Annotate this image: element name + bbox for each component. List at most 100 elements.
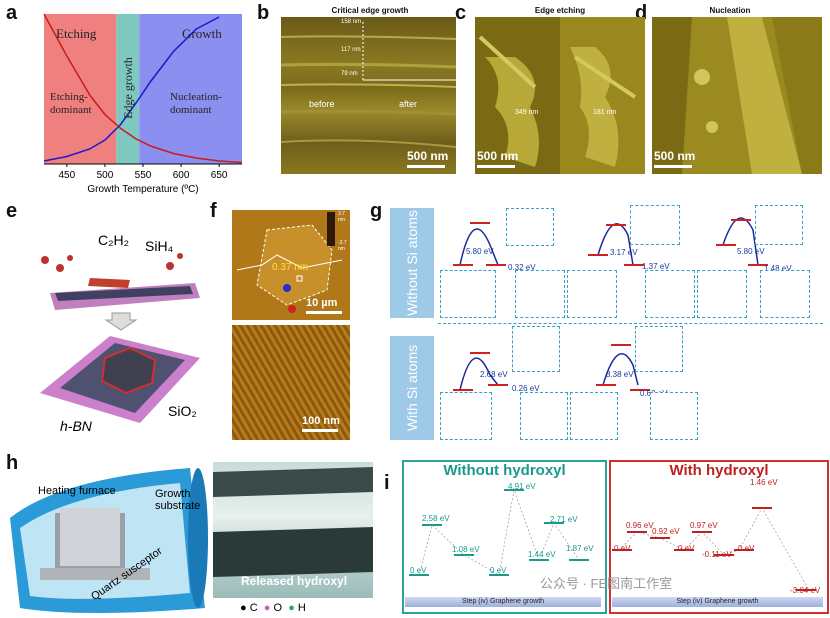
label-edge-growth: Edge growth: [121, 57, 135, 119]
structure-box: [515, 270, 565, 318]
energy-i-w2: 4.91 eV: [508, 482, 536, 491]
x-axis-label: Growth Temperature (ºC): [87, 184, 198, 195]
structure-box: [630, 205, 680, 245]
afm-image-b: 158 nm 117 nm 79 nm before after 500 nm: [281, 17, 456, 174]
afm-image-c: 349 nm 181 nm 500 nm: [475, 17, 645, 174]
label-before: before: [309, 99, 335, 109]
energy-g-s1: 2.68 eV: [480, 370, 508, 379]
atom-legend: ● C ● O ● H: [240, 602, 306, 614]
panel-d-title: Nucleation: [709, 6, 751, 15]
energy-i-h7: -0.11 eV: [702, 550, 732, 559]
label-hbn: h-BN: [60, 418, 92, 434]
energy-profile-i: [409, 488, 816, 591]
structure-box: [567, 270, 617, 318]
region-etching: [44, 14, 117, 164]
energy-g-w3: 3.17 eV: [610, 248, 638, 257]
colorbar-bottom: -3.7 nm: [338, 240, 347, 252]
x-tick-label: 500: [97, 170, 114, 181]
scalebar-b: 500 nm: [407, 149, 448, 168]
legend-h: H: [297, 602, 306, 614]
series-line-0: [43, 16, 220, 162]
scalebar-c: 500 nm: [477, 149, 518, 168]
colorbar-top: 3.7 nm: [338, 211, 345, 223]
energy-i-w3: 2.71 eV: [550, 515, 578, 524]
energy-g-w2: 0.32 eV: [508, 263, 536, 272]
hydrogen-dot-icon: ●: [288, 602, 295, 614]
carbon-dot-icon: ●: [240, 602, 247, 614]
label-c2h2: C₂H₂: [98, 232, 130, 248]
title-without-hydroxyl: Without hydroxyl: [443, 462, 566, 479]
structure-box: [760, 270, 810, 318]
watermark: 公众号 · FE图南工作室: [540, 576, 673, 591]
scalebar-d-label: 500 nm: [654, 149, 696, 163]
structure-box: [697, 270, 747, 318]
panel-b-title: Critical edge growth: [331, 6, 409, 15]
step-bar-right: Step (iv) Graphene growth: [612, 597, 823, 607]
without-hydroxyl-box: [402, 460, 607, 614]
label-sih4: SiH₄: [145, 238, 174, 254]
oxygen-dot-icon: ●: [263, 602, 271, 614]
label-with-si-text: With Si atoms: [404, 344, 421, 432]
afm-d-texture: [652, 17, 822, 174]
label-substrate: Growth substrate: [155, 488, 201, 512]
energy-i-h8: 0 eV: [738, 544, 755, 553]
label-etching-dominant: Etching-dominant: [50, 91, 92, 116]
label-without-si-text: Without Si atoms: [404, 210, 421, 316]
structure-box: [506, 208, 554, 246]
afm-b-texture: [281, 22, 456, 148]
energy-i-h6: 0 eV: [678, 544, 695, 553]
label-without-si: Without Si atoms: [390, 208, 434, 318]
energy-g-w6: 1.48 eV: [764, 264, 792, 273]
energy-g-s3: 3.38 eV: [606, 370, 634, 379]
measure-1: 158 nm: [341, 19, 362, 25]
panel-label-f: f: [210, 200, 217, 222]
energy-g-w5: 5.80 eV: [737, 247, 765, 256]
energy-i-h3: 0.97 eV: [690, 521, 718, 530]
energy-profile-g: [453, 217, 768, 391]
x-tick-label: 450: [59, 170, 76, 181]
structure-box: [645, 270, 695, 318]
molecular-rendering: Released hydroxyl: [213, 462, 373, 598]
label-released: Released hydroxyl: [241, 574, 348, 588]
furnace-schematic: [10, 468, 208, 613]
label-furnace: Heating furnace: [38, 485, 116, 497]
structure-box: [520, 392, 568, 440]
label-nucleation-dominant: Nucleation-dominant: [170, 91, 222, 116]
scalebar-f1: 10 µm: [306, 297, 342, 314]
label-with-si: With Si atoms: [390, 336, 434, 440]
structure-box: [440, 392, 492, 440]
divider-g: [438, 323, 823, 324]
structure-box: [512, 326, 560, 372]
growth-schematic: [40, 253, 200, 423]
panel-label-c: c: [455, 2, 467, 24]
structure-box: [755, 205, 803, 245]
structure-box: [440, 270, 496, 318]
height-label: 0.37 nm: [272, 262, 309, 273]
structure-box: [635, 326, 683, 372]
scalebar-f2-label: 100 nm: [302, 415, 340, 427]
panel-label-a: a: [6, 2, 18, 24]
afm-image-f-bottom: 100 nm: [232, 325, 350, 440]
energy-g-w1: 5.80 eV: [466, 247, 494, 256]
distance-2: 181 nm: [593, 109, 617, 116]
panel-label-e: e: [6, 200, 18, 222]
energy-i-h5: 0 eV: [614, 544, 631, 553]
legend-o: O: [273, 602, 283, 614]
scalebar-d: 500 nm: [654, 149, 695, 168]
measure-3: 79 nm: [341, 71, 358, 77]
energy-i-h2: 0.92 eV: [652, 527, 680, 536]
distance-1: 349 nm: [515, 109, 539, 116]
x-tick-label: 650: [211, 170, 228, 181]
x-tick-label: 550: [135, 170, 152, 181]
energy-i-w5: 0 eV: [410, 566, 427, 575]
panel-c-title: Edge etching: [534, 6, 586, 15]
energy-i-w1: 2.58 eV: [422, 514, 450, 523]
energy-i-w4: 1.08 eV: [452, 545, 480, 554]
title-with-hydroxyl: With hydroxyl: [669, 462, 769, 479]
energy-i-h9: -3.04 eV: [790, 586, 821, 595]
afm-c-texture: [475, 17, 645, 174]
panel-label-h: h: [6, 452, 19, 474]
scalebar-f2: 100 nm: [302, 415, 340, 432]
label-growth: Growth: [182, 26, 222, 41]
label-sio2: SiO₂: [168, 403, 197, 419]
